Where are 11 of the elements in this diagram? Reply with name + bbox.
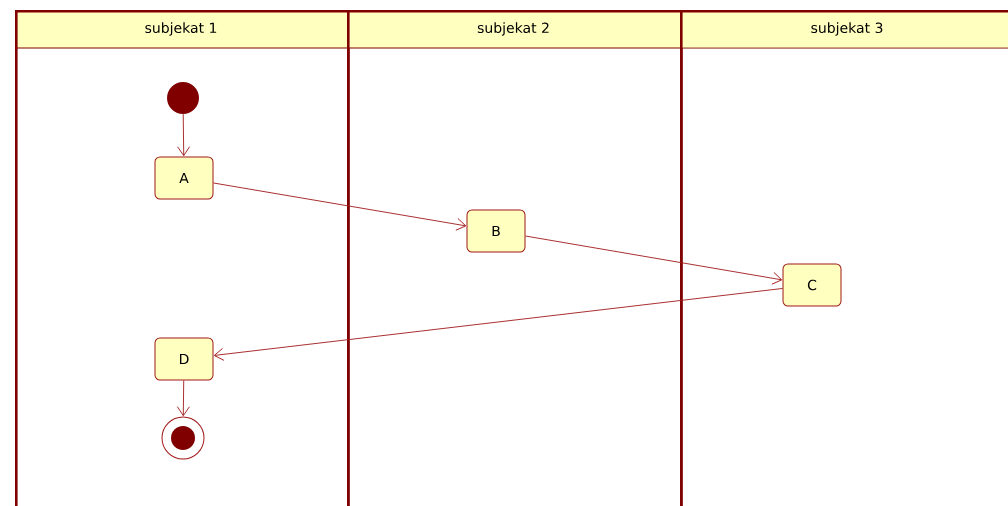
action-box: B [466, 209, 526, 253]
arrow [176, 380, 190, 417]
arrow [213, 288, 783, 361]
start-dot [167, 82, 199, 114]
end-bullseye [161, 416, 205, 460]
arrow [213, 182, 467, 231]
arrow [177, 113, 191, 157]
action-box: D [154, 337, 214, 381]
action-box: C [782, 263, 842, 307]
arrow [525, 235, 783, 285]
action-box: A [154, 156, 214, 200]
